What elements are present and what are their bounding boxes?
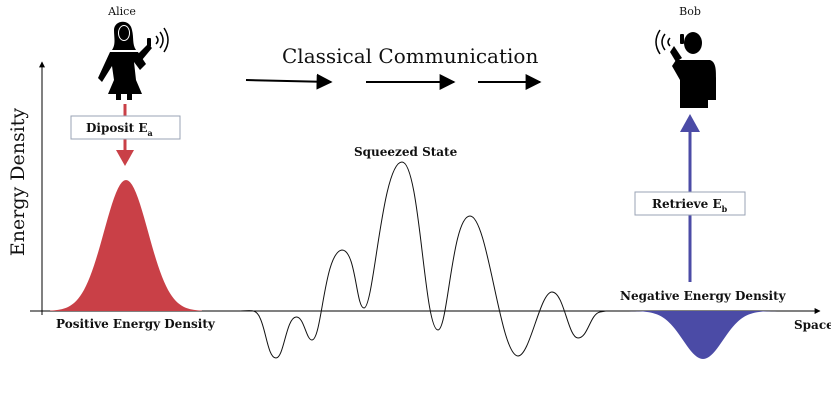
y-axis-label: Energy Density — [7, 108, 29, 257]
negative-energy-dip — [623, 311, 783, 359]
x-axis-label: Space — [794, 318, 831, 332]
deposit-box — [70, 115, 181, 140]
retrieve-arrowhead — [680, 114, 700, 132]
deposit-arrowhead — [116, 150, 134, 166]
squeezed-state-label: Squeezed State — [354, 145, 458, 159]
retrieve-box — [634, 191, 746, 216]
positive-energy-peak — [50, 180, 202, 311]
bob-name: Bob — [679, 5, 701, 18]
man-phone-icon — [655, 29, 716, 108]
comm-arrow-1 — [245, 73, 333, 90]
alice-name: Alice — [107, 5, 136, 18]
classical-communication-title: Classical Communication — [282, 44, 538, 68]
negative-energy-label: Negative Energy Density — [620, 289, 787, 303]
retrieve-label: Retrieve Eb — [652, 197, 728, 214]
positive-energy-label: Positive Energy Density — [56, 317, 216, 331]
deposit-label: Diposit Ea — [86, 121, 153, 138]
squeezed-state-curve — [239, 161, 607, 359]
woman-phone-icon — [98, 21, 169, 100]
